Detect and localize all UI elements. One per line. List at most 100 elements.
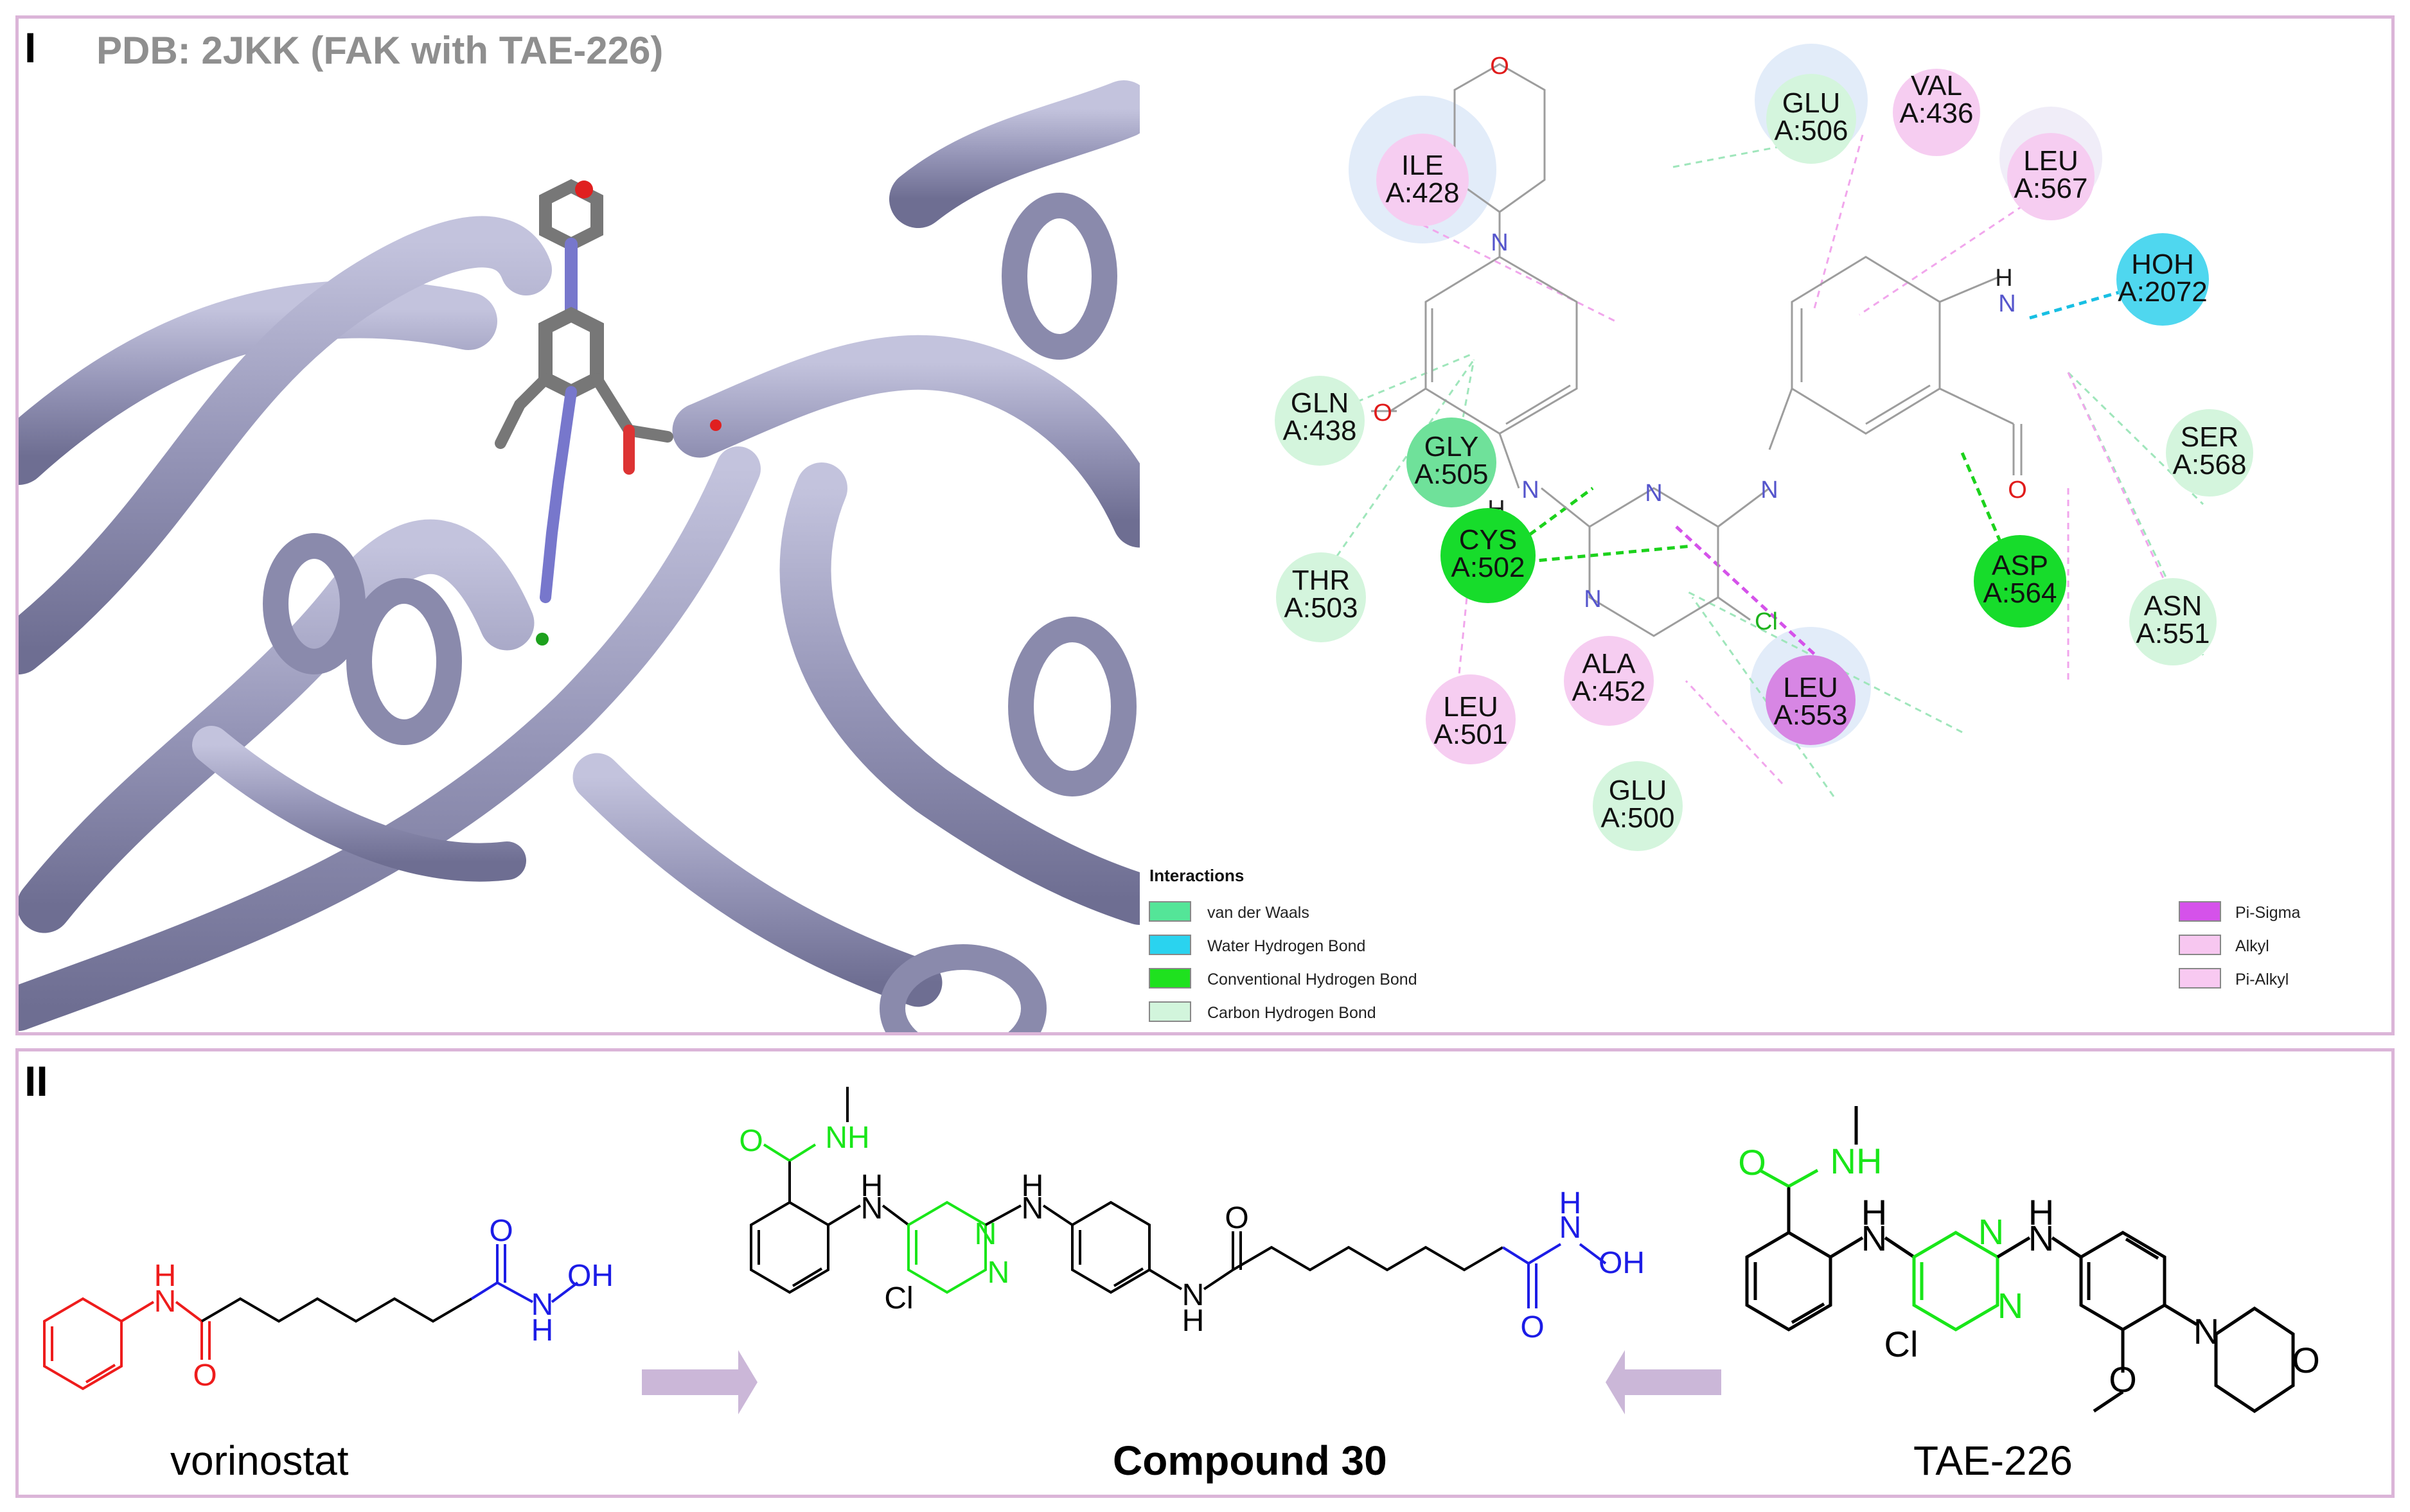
- legend-item-water-hydrogen-bond: Water Hydrogen Bond: [1149, 935, 1365, 955]
- svg-text:Carbon Hydrogen Bond: Carbon Hydrogen Bond: [1207, 1004, 1376, 1022]
- panel-ii-label: II: [24, 1057, 48, 1105]
- svg-text:CYS: CYS: [1459, 524, 1517, 556]
- c30-atom-nh-amide: NH: [825, 1121, 869, 1155]
- svg-text:Conventional Hydrogen Bond: Conventional Hydrogen Bond: [1207, 971, 1417, 989]
- svg-text:HOH: HOH: [2131, 249, 2194, 280]
- svg-text:ASN: ASN: [2144, 590, 2202, 622]
- svg-text:Water Hydrogen Bond: Water Hydrogen Bond: [1207, 937, 1365, 955]
- svg-text:A:551: A:551: [2136, 618, 2210, 649]
- c30-atom-o3: O: [1520, 1310, 1544, 1344]
- tae-atom-n-pyr1: N: [1978, 1211, 2004, 1252]
- svg-text:A:503: A:503: [1284, 592, 1358, 624]
- c30-atom-n4: N: [1559, 1211, 1582, 1245]
- legend-item-van-der-waals: van der Waals: [1149, 901, 1309, 922]
- compound-30-structure: [750, 1087, 1607, 1308]
- tae-atom-cl: Cl: [1884, 1324, 1918, 1364]
- svg-text:A:428: A:428: [1386, 177, 1460, 209]
- svg-text:A:438: A:438: [1283, 415, 1357, 446]
- atom-n-anilino: N: [1760, 477, 1778, 504]
- vorinostat-caption: vorinostat: [170, 1437, 349, 1484]
- svg-text:SER: SER: [2181, 421, 2238, 453]
- svg-text:A:436: A:436: [1900, 98, 1974, 129]
- tae-226-structure: [1745, 1106, 2295, 1414]
- atom-n-morpholine: N: [1491, 229, 1508, 256]
- svg-text:GLU: GLU: [1609, 775, 1667, 806]
- tae-atom-n2: N: [2028, 1218, 2054, 1258]
- atom-n-amide: N: [1998, 290, 2016, 317]
- chemical-structures: H N O O N H OH: [43, 1087, 2320, 1414]
- svg-text:A:568: A:568: [2173, 449, 2247, 480]
- svg-text:GLN: GLN: [1291, 387, 1349, 419]
- svg-text:A:452: A:452: [1572, 676, 1646, 707]
- atom-o-morpholine: O: [1490, 53, 1509, 80]
- vorinostat-atom-o1: O: [193, 1358, 217, 1393]
- compound-30-caption: Compound 30: [1113, 1437, 1387, 1484]
- svg-text:ILE: ILE: [1401, 150, 1444, 181]
- atom-h-amide: H: [1995, 265, 2012, 292]
- svg-text:VAL: VAL: [1911, 70, 1962, 101]
- legend-item-pi-sigma: Pi-Sigma: [2179, 901, 2301, 922]
- svg-text:A:502: A:502: [1451, 552, 1525, 583]
- svg-text:Alkyl: Alkyl: [2235, 937, 2269, 955]
- legend-item-alkyl: Alkyl: [2179, 935, 2269, 955]
- tae-atom-n-morpholine: N: [2193, 1311, 2219, 1351]
- c30-atom-h3: H: [1182, 1304, 1205, 1338]
- c30-atom-o2: O: [1225, 1201, 1248, 1235]
- svg-text:Pi-Sigma: Pi-Sigma: [2235, 904, 2301, 922]
- svg-text:THR: THR: [1292, 565, 1350, 596]
- svg-text:A:564: A:564: [1983, 577, 2057, 609]
- svg-text:A:500: A:500: [1601, 802, 1675, 834]
- atom-n-linker: N: [1521, 477, 1539, 504]
- svg-text:A:506: A:506: [1775, 115, 1848, 146]
- legend-item-pi-alkyl: Pi-Alkyl: [2179, 968, 2289, 989]
- svg-text:van der Waals: van der Waals: [1207, 904, 1309, 922]
- tae-atom-n1: N: [1861, 1218, 1887, 1258]
- c30-atom-h4: H: [1559, 1186, 1582, 1220]
- c30-atom-h2: H: [1022, 1169, 1044, 1203]
- panel-i-label: I: [24, 24, 37, 71]
- vorinostat-atom-o2: O: [489, 1214, 513, 1248]
- svg-text:ASP: ASP: [1992, 550, 2048, 581]
- tae-atom-o-methoxy: O: [2109, 1359, 2137, 1400]
- protein-structure-render: [19, 80, 1140, 1032]
- atom-n-pyrimidine-1: N: [1645, 480, 1662, 507]
- vorinostat-atom-h: H: [154, 1259, 177, 1293]
- arrow-left: [1606, 1350, 1721, 1414]
- vorinostat-atom-h2: H: [531, 1314, 554, 1348]
- vorinostat-structure: [43, 1244, 579, 1391]
- c30-atom-cl: Cl: [884, 1281, 913, 1315]
- svg-text:LEU: LEU: [2023, 145, 2078, 177]
- svg-text:GLU: GLU: [1782, 87, 1840, 119]
- tae-atom-n-pyr2: N: [1998, 1285, 2023, 1326]
- svg-text:A:567: A:567: [2014, 173, 2088, 204]
- vorinostat-atom-n2: N: [531, 1288, 554, 1322]
- svg-text:LEU: LEU: [1783, 672, 1838, 703]
- tae-atom-nh: NH: [1830, 1141, 1883, 1181]
- tae-atom-h1: H: [1861, 1192, 1887, 1233]
- c30-atom-n-pyr2: N: [988, 1256, 1010, 1290]
- atom-cl: Cl: [1755, 608, 1778, 635]
- vorinostat-atom-oh: OH: [567, 1259, 614, 1293]
- atom-o-amide: O: [2008, 477, 2027, 504]
- tae-atom-o: O: [1738, 1142, 1766, 1182]
- c30-atom-o: O: [739, 1124, 763, 1158]
- svg-text:LEU: LEU: [1443, 691, 1498, 723]
- tae-atom-o-morpholine: O: [2292, 1340, 2320, 1380]
- c30-atom-n2: N: [1022, 1191, 1044, 1226]
- atom-o-methoxy: O: [1373, 400, 1392, 426]
- svg-text:GLY: GLY: [1424, 431, 1479, 462]
